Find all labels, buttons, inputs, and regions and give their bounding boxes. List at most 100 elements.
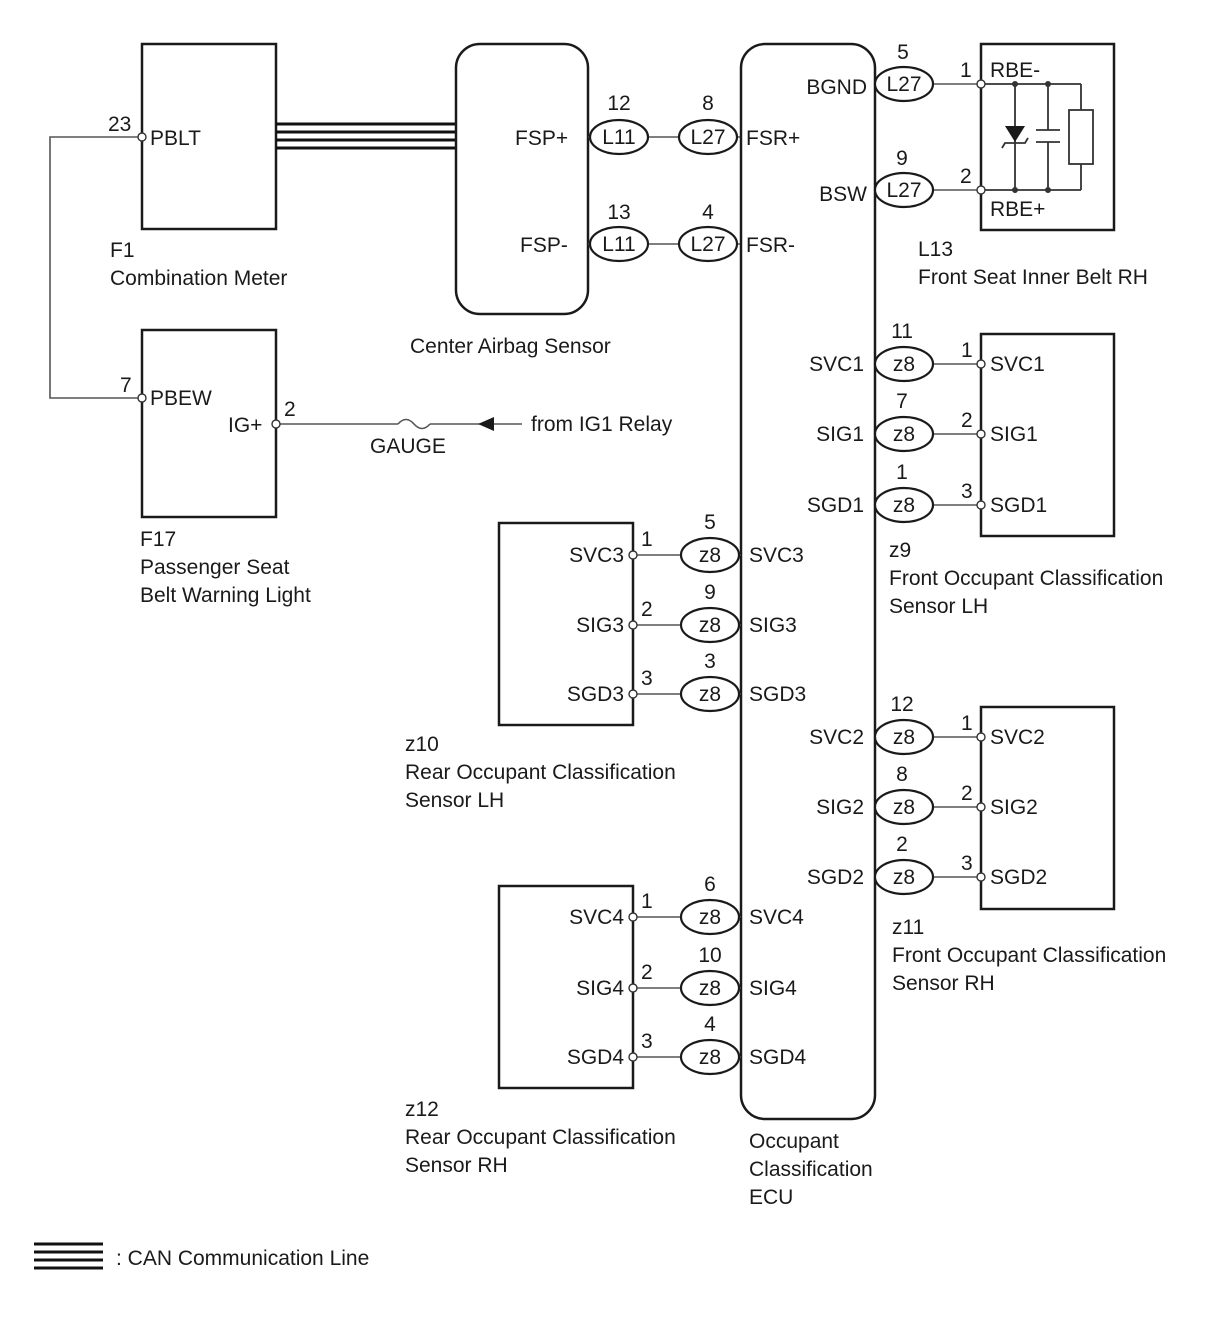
svg-text:1: 1 xyxy=(641,890,653,913)
pin-pbew-label: PBEW xyxy=(150,387,212,410)
svg-text:SVC1: SVC1 xyxy=(990,353,1045,376)
rear-sensor-lh-name-line1: Rear Occupant Classification xyxy=(405,761,676,784)
center-airbag-sensor-box xyxy=(454,42,590,316)
svg-text:SIG3: SIG3 xyxy=(749,614,797,637)
svg-text:10: 10 xyxy=(698,944,721,967)
pin-fsr-plus-label: FSR+ xyxy=(746,127,800,150)
front-sensor-rh-code: z11 xyxy=(892,916,924,939)
l11-connector-label: L11 xyxy=(602,126,635,149)
svg-text:SIG1: SIG1 xyxy=(990,423,1038,446)
pin-fsr-minus-label: FSR- xyxy=(746,234,795,257)
svg-text:4: 4 xyxy=(704,1013,716,1036)
svg-text:SGD4: SGD4 xyxy=(567,1046,625,1069)
pin-fsp-plus-label: FSP+ xyxy=(515,127,568,150)
capacitor-icon xyxy=(1036,129,1060,143)
svg-text:6: 6 xyxy=(704,873,716,896)
svg-text:SGD2: SGD2 xyxy=(990,866,1047,889)
svg-text:SGD2: SGD2 xyxy=(807,866,864,889)
front-sensor-lh-name-line1: Front Occupant Classification xyxy=(889,567,1163,590)
pin-rbe-minus-terminal xyxy=(976,79,986,89)
svg-text:9: 9 xyxy=(704,581,716,604)
ecu-name-line3: ECU xyxy=(749,1186,793,1209)
svg-text:z8: z8 xyxy=(699,614,721,637)
svg-text:8: 8 xyxy=(896,763,908,786)
l11-connector-fsp-minus xyxy=(588,225,650,263)
l27-connector-fsr-plus xyxy=(677,118,739,156)
svg-text:SVC3: SVC3 xyxy=(569,544,624,567)
rear-sensor-rh-name-line2: Sensor RH xyxy=(405,1154,508,1177)
front-sensor-lh-sgd1-line: z8 1 3 SGD1 SGD1 xyxy=(807,461,1047,524)
pin-pbew-number: 7 xyxy=(120,374,132,397)
svg-text:z8: z8 xyxy=(699,977,721,1000)
svg-text:SIG2: SIG2 xyxy=(990,796,1038,819)
source-label: from IG1 Relay xyxy=(531,413,673,436)
pin-pblt-label: PBLT xyxy=(150,127,201,150)
can-line-legend-label: : CAN Communication Line xyxy=(116,1247,369,1270)
svg-text:3: 3 xyxy=(961,852,973,875)
svg-text:z8: z8 xyxy=(699,1046,721,1069)
rear-sensor-rh-sig4-line: z8 10 2 SIG4 SIG4 xyxy=(576,944,797,1007)
ecu-name-line1: Occupant xyxy=(749,1130,839,1153)
svg-text:z8: z8 xyxy=(699,683,721,706)
pin-5-number: 5 xyxy=(897,41,909,64)
pin-8-number: 8 xyxy=(702,92,714,115)
svg-text:SGD1: SGD1 xyxy=(990,494,1047,517)
svg-text:2: 2 xyxy=(961,782,973,805)
pin-pblt-terminal xyxy=(137,132,147,142)
front-seat-inner-belt-name: Front Seat Inner Belt RH xyxy=(918,266,1148,289)
rear-sensor-lh-name-line2: Sensor LH xyxy=(405,789,504,812)
svg-text:3: 3 xyxy=(961,480,973,503)
svg-text:z8: z8 xyxy=(893,423,915,446)
ecu-name-line2: Classification xyxy=(749,1158,873,1181)
rear-sensor-rh-code: z12 xyxy=(405,1098,439,1121)
combination-meter-name: Combination Meter xyxy=(110,267,287,290)
svg-text:z8: z8 xyxy=(893,866,915,889)
svg-text:1: 1 xyxy=(961,712,973,735)
l27-connector-bsw xyxy=(873,171,935,209)
pin-13-number: 13 xyxy=(607,201,630,224)
svg-text:z8: z8 xyxy=(893,494,915,517)
warning-light-code: F17 xyxy=(140,528,176,551)
front-sensor-rh-name-line2: Sensor RH xyxy=(892,972,995,995)
svg-text:1: 1 xyxy=(896,461,908,484)
rear-sensor-lh-code: z10 xyxy=(405,733,439,756)
l27-connector-label: L27 xyxy=(690,126,725,149)
svg-text:SVC2: SVC2 xyxy=(990,726,1045,749)
l27-connector-bgnd xyxy=(873,65,935,103)
front-sensor-rh-sig2-line: z8 8 2 SIG2 SIG2 xyxy=(816,763,1038,826)
svg-text:2: 2 xyxy=(641,598,653,621)
fuse-label: GAUGE xyxy=(370,435,446,458)
pin-bsw-label: BSW xyxy=(819,183,867,206)
pin-ig-terminal xyxy=(271,419,281,429)
pin-bgnd-label: BGND xyxy=(806,76,867,99)
pin-ig-label: IG+ xyxy=(228,414,262,437)
svg-text:SIG4: SIG4 xyxy=(749,977,797,1000)
zener-diode-icon xyxy=(1005,126,1025,142)
svg-text:z8: z8 xyxy=(699,906,721,929)
svg-text:1: 1 xyxy=(961,339,973,362)
warning-light-name-line1: Passenger Seat xyxy=(140,556,290,579)
svg-text:SVC4: SVC4 xyxy=(569,906,624,929)
front-sensor-rh-name-line1: Front Occupant Classification xyxy=(892,944,1166,967)
pin-rbe-plus-terminal xyxy=(976,185,986,195)
svg-text:z8: z8 xyxy=(893,726,915,749)
l27-connector-label: L27 xyxy=(690,233,725,256)
pblt-pbew-wire xyxy=(49,136,138,399)
svg-text:SIG4: SIG4 xyxy=(576,977,624,1000)
svg-text:z8: z8 xyxy=(893,796,915,819)
front-seat-inner-belt-box xyxy=(979,42,1116,232)
gauge-fuse xyxy=(397,418,431,430)
front-seat-inner-belt-code: L13 xyxy=(918,238,953,261)
belt-switch-circuit xyxy=(985,81,1082,193)
l11-connector-label: L11 xyxy=(602,233,635,256)
pin-ig-number: 2 xyxy=(284,398,296,421)
svg-text:3: 3 xyxy=(704,650,716,673)
pin-fsp-minus-label: FSP- xyxy=(520,234,568,257)
pin-9-number: 9 xyxy=(896,147,908,170)
source-arrow-icon xyxy=(478,417,494,431)
pin-rbe-minus-label: RBE- xyxy=(990,59,1040,82)
rear-sensor-lh-sgd3-line: z8 3 3 SGD3 SGD3 xyxy=(567,650,806,713)
can-line-legend-icon xyxy=(34,1242,103,1270)
front-sensor-lh-name-line2: Sensor LH xyxy=(889,595,988,618)
